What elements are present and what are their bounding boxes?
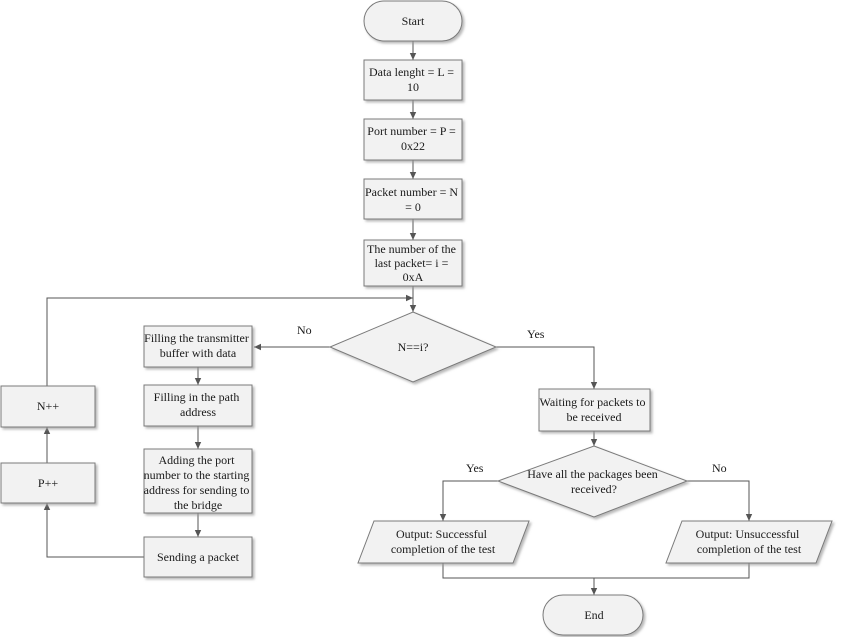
arrow-send-to-p: [43, 503, 144, 558]
waiting-line-1: Waiting for packets to: [539, 395, 645, 409]
last-packet-line-3: 0xA: [403, 270, 424, 284]
no-label-right: No: [712, 461, 727, 475]
fill-buffer-process: Filling the transmitter buffer with data: [143, 325, 253, 368]
n-equals-i-decision: N==i?: [328, 311, 498, 383]
yes-label-right: Yes: [527, 327, 545, 341]
svg-text:Adding the port number t: Adding the port number to the starting a…: [144, 453, 253, 512]
all-received-line-1: Have all the packages been: [527, 467, 658, 481]
last-packet-line-2: last packet= i =: [375, 256, 449, 270]
svg-text:Port number = P = 0x22: Port number = P = 0x22: [367, 124, 458, 153]
svg-text:The number of the last p: The number of the last packet= i = 0xA: [367, 242, 459, 284]
svg-text:Waiting for packets to b: Waiting for packets to be received: [539, 395, 648, 424]
end-label: End: [584, 608, 603, 622]
arrow-n-loop-back: [46, 294, 413, 386]
p-increment-process: P++: [0, 462, 96, 504]
last-packet-line-1: The number of the: [367, 242, 456, 256]
svg-text:Packet number = N = 0: Packet number = N = 0: [365, 185, 461, 214]
no-label-left: No: [297, 323, 312, 337]
port-number-line-1: Port number = P =: [367, 124, 456, 138]
start-terminator: Start: [363, 0, 463, 42]
svg-text:Data lenght = L = 10: Data lenght = L = 10: [369, 65, 457, 94]
line-success-to-merge: [442, 563, 750, 579]
svg-text:Have all the packages been: Have all the packages been received?: [527, 467, 661, 496]
output-success-io: Output: Successful completion of the tes…: [357, 520, 530, 564]
fill-path-process: Filling in the path address: [143, 384, 253, 427]
data-length-line-2: 10: [407, 80, 419, 94]
port-number-line-2: 0x22: [401, 139, 425, 153]
end-terminator: End: [542, 594, 644, 636]
packet-number-line-2: = 0: [405, 200, 421, 214]
p-increment-label: P++: [38, 476, 58, 490]
arrow-received-yes: [439, 480, 498, 521]
waiting-process: Waiting for packets to be received: [538, 388, 651, 432]
arrow-decision-yes: [496, 346, 598, 389]
fill-path-line-1: Filling in the path: [154, 390, 240, 404]
add-port-line-4: the bridge: [174, 498, 222, 512]
svg-text:Output: Successful compl: Output: Successful completion of the tes…: [391, 527, 496, 556]
fill-path-line-2: address: [180, 405, 216, 419]
all-received-decision: Have all the packages been received?: [496, 445, 689, 518]
fill-buffer-line-1: Filling the transmitter: [144, 331, 249, 345]
svg-text:Filling in the path addr: Filling in the path address: [154, 390, 243, 419]
add-port-line-2: number to the starting: [144, 468, 250, 482]
connectors: [43, 41, 753, 595]
output-success-line-1: Output: Successful: [396, 527, 488, 541]
last-packet-process: The number of the last packet= i = 0xA: [363, 239, 463, 287]
add-port-process: Adding the port number to the starting a…: [143, 448, 253, 514]
add-port-line-3: address for sending to: [144, 483, 250, 497]
send-packet-label: Sending a packet: [157, 550, 240, 564]
packet-number-process: Packet number = N = 0: [363, 178, 463, 220]
arrow-received-no: [687, 480, 753, 521]
packet-number-line-1: Packet number = N: [365, 185, 458, 199]
data-length-process: Data lenght = L = 10: [363, 59, 463, 101]
n-increment-label: N++: [37, 399, 59, 413]
waiting-line-2: be received: [567, 410, 622, 424]
svg-text:Output: Unsuccessful com: Output: Unsuccessful completion of the t…: [696, 527, 803, 556]
port-number-process: Port number = P = 0x22: [363, 118, 463, 161]
yes-label-left: Yes: [466, 461, 484, 475]
fill-buffer-line-2: buffer with data: [160, 346, 237, 360]
n-equals-i-label: N==i?: [398, 340, 429, 354]
svg-text:Filling the transmitter: Filling the transmitter buffer with data: [144, 331, 252, 360]
n-increment-process: N++: [0, 385, 96, 428]
send-packet-process: Sending a packet: [143, 536, 253, 578]
data-length-line-1: Data lenght = L =: [369, 65, 454, 79]
output-fail-line-2: completion of the test: [697, 542, 802, 556]
start-label: Start: [402, 14, 425, 28]
output-fail-io: Output: Unsuccessful completion of the t…: [665, 520, 833, 564]
output-fail-line-1: Output: Unsuccessful: [696, 527, 800, 541]
all-received-line-2: received?: [571, 482, 617, 496]
output-success-line-2: completion of the test: [391, 542, 496, 556]
add-port-line-1: Adding the port: [159, 453, 236, 467]
